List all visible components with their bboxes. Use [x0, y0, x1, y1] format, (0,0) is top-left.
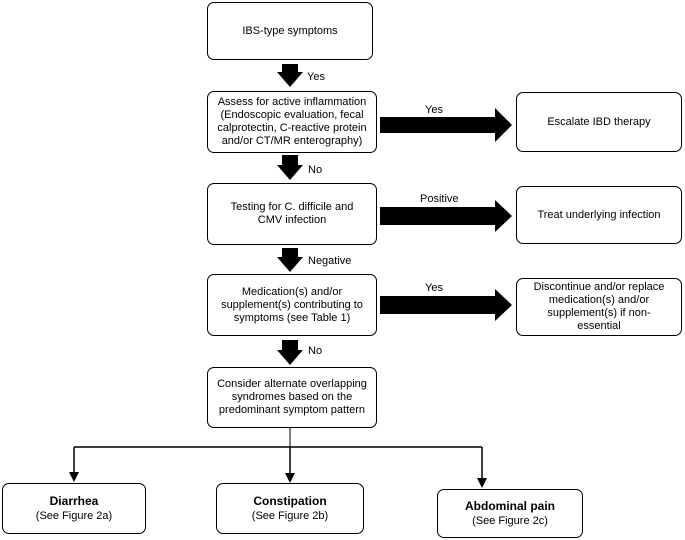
node-assess-inflammation-line-3: calprotectin, C-reactive protein — [217, 122, 367, 134]
arrow-medication-to-alternate — [277, 340, 303, 365]
node-medication-supplements-line-1: Medication(s) and/or — [241, 285, 343, 298]
node-alternate-syndromes-line-1: Consider alternate overlapping — [217, 378, 367, 390]
arrow-inflammation-to-escalate — [380, 108, 512, 142]
node-assess-inflammation-line-1: Assess for active inflammation — [217, 96, 367, 108]
edge-label-testing-to-medication: Negative — [308, 255, 352, 267]
node-medication-supplements-line-3: symptoms (see Table 1) — [233, 311, 351, 324]
node-abdominal-pain: Abdominal pain (See Figure 2c) — [437, 489, 583, 538]
node-discontinue-replace-line-2: medication(s) and/or — [548, 294, 650, 306]
node-treat-infection-text: Treat underlying infection — [537, 208, 661, 221]
edge-label-medication-to-alternate: No — [308, 345, 323, 357]
edge-label-ibs-to-inflammation: Yes — [307, 71, 325, 83]
node-alternate-syndromes: Consider alternate overlapping syndromes… — [207, 367, 377, 428]
node-alternate-syndromes-line-2: syndromes based on the — [231, 391, 353, 403]
node-treat-infection: Treat underlying infection — [516, 186, 682, 244]
node-testing-infection-line-2: CMV infection — [257, 214, 327, 226]
node-abdominal-pain-title: Abdominal pain — [465, 499, 555, 513]
edge-label-medication-to-discontinue: Yes — [425, 282, 443, 294]
node-constipation-ref: (See Figure 2b) — [251, 510, 329, 522]
arrow-testing-to-treat — [380, 200, 512, 232]
branch-diarrhea-arrowhead — [69, 472, 79, 482]
node-discontinue-replace-line-4: essential — [577, 320, 621, 332]
node-constipation-title: Constipation — [253, 494, 327, 508]
node-assess-inflammation-line-2: (Endoscopic evaluation, fecal — [220, 109, 364, 121]
node-medication-supplements-line-2: supplement(s) contributing to — [221, 298, 363, 311]
node-abdominal-pain-ref: (See Figure 2c) — [472, 515, 548, 527]
node-diarrhea-title: Diarrhea — [49, 494, 99, 508]
arrow-ibs-to-inflammation — [277, 64, 303, 87]
branch-constipation-arrowhead — [285, 473, 295, 483]
branch-abdominal-arrowhead — [477, 478, 487, 488]
node-ibs-symptoms: IBS-type symptoms — [207, 2, 373, 60]
edge-label-testing-to-treat: Positive — [420, 193, 459, 205]
node-testing-infection-line-1: Testing for C. difficile and — [230, 201, 354, 213]
node-testing-infection: Testing for C. difficile and CMV infecti… — [207, 183, 377, 245]
node-ibs-symptoms-text: IBS-type symptoms — [242, 24, 338, 37]
edge-label-inflammation-to-escalate: Yes — [425, 104, 443, 116]
node-discontinue-replace-line-1: Discontinue and/or replace — [533, 281, 665, 293]
edge-label-inflammation-to-testing: No — [308, 164, 323, 176]
node-diarrhea-ref: (See Figure 2a) — [35, 510, 113, 522]
arrow-testing-to-medication — [277, 248, 303, 272]
arrow-inflammation-to-testing — [277, 155, 303, 180]
node-alternate-syndromes-line-3: predominant symptom pattern — [218, 404, 366, 416]
node-assess-inflammation-line-4: and/or CT/MR enterography) — [221, 135, 363, 147]
node-medication-supplements: Medication(s) and/or supplement(s) contr… — [207, 274, 377, 336]
node-discontinue-replace-line-3: supplement(s) if non- — [547, 307, 651, 319]
node-constipation: Constipation (See Figure 2b) — [216, 483, 364, 534]
node-assess-inflammation: Assess for active inflammation (Endoscop… — [207, 91, 377, 153]
node-diarrhea: Diarrhea (See Figure 2a) — [2, 483, 146, 534]
node-discontinue-replace: Discontinue and/or replace medication(s)… — [516, 278, 682, 336]
node-escalate-ibd-therapy: Escalate IBD therapy — [516, 92, 682, 152]
node-escalate-ibd-therapy-text: Escalate IBD therapy — [547, 115, 651, 128]
arrow-medication-to-discontinue — [380, 289, 512, 321]
